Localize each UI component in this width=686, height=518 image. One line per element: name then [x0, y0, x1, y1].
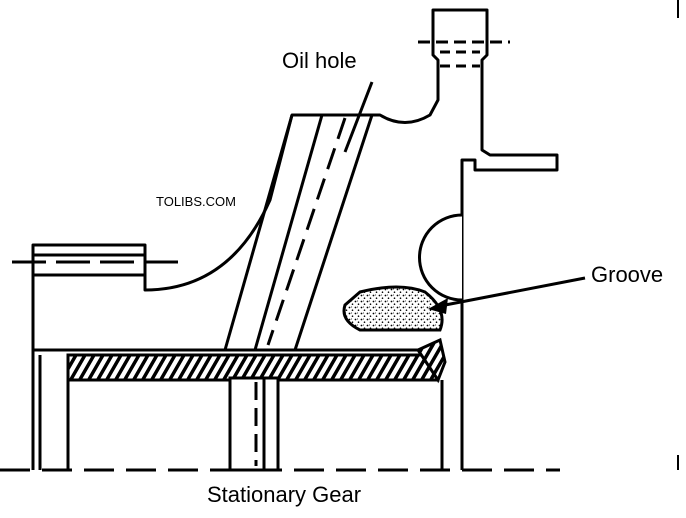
caption: Stationary Gear: [207, 482, 361, 507]
bushing-end: [415, 337, 447, 384]
oil-hole-leader: [343, 81, 374, 153]
plug-body: [228, 376, 280, 472]
groove-leader: [439, 276, 586, 308]
oil-hole-left-wall: [223, 114, 294, 351]
watermark: TOLIBS.COM: [156, 194, 236, 209]
bushing-band: [66, 353, 440, 382]
groove-shape: [342, 285, 444, 332]
oil-hole-centerline: [293, 114, 374, 351]
oil-hole-dash: [266, 117, 347, 346]
groove-label: Groove: [591, 262, 663, 287]
oil-hole-label: Oil hole: [282, 48, 357, 73]
groove-arrowhead: [428, 298, 448, 314]
oil-hole-right-wall: [253, 114, 324, 351]
gear-body-outline: [31, 8, 559, 470]
ball: [418, 213, 463, 302]
